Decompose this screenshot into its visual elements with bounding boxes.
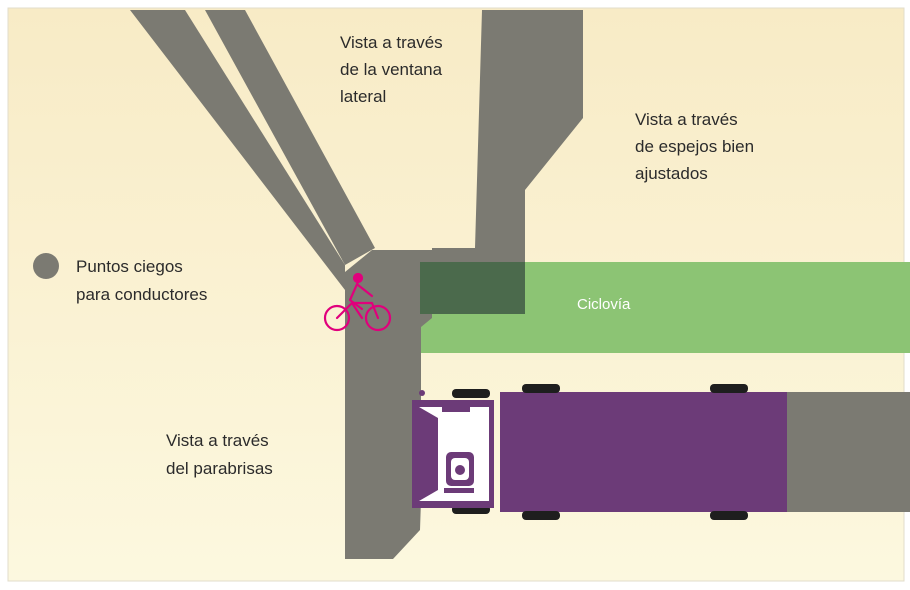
wheel-mid-bottom: [522, 511, 560, 520]
legend-line-1: Puntos ciegos: [76, 257, 183, 276]
blind-spot-mirror-zone: [432, 10, 583, 262]
wheel-rear-bottom: [710, 511, 748, 520]
blind-spot-side-window-right: [205, 10, 375, 265]
legend-line-2: para conductores: [76, 285, 207, 304]
blind-spot-side-window-left: [130, 10, 345, 290]
svg-text:Puntos ciegos para condu: Puntos ciegos para conductores: [76, 257, 207, 304]
blind-spot-windshield: [345, 250, 432, 559]
truck-cab: [412, 390, 494, 508]
blind-spot-rear: [785, 392, 910, 512]
blind-spot-areas: [130, 10, 910, 559]
truck-wheels: [452, 384, 748, 520]
bike-lane-blind-overlap: [420, 262, 525, 314]
wheel-mid-top: [522, 384, 560, 393]
cyclist-icon: [323, 272, 392, 332]
wheel-rear-top: [710, 384, 748, 393]
wheel-front-top: [452, 389, 490, 398]
legend-blind-spot-swatch: [33, 253, 59, 279]
windshield-label: Vista a través del parabrisas: [166, 431, 273, 478]
bike-lane-label: Ciclovía: [577, 296, 631, 313]
truck-trailer: [500, 392, 787, 512]
mirrors-label: Vista a través de espejos bien ajustados: [635, 110, 759, 183]
side-window-label: Vista a través de la ventana lateral: [340, 33, 447, 106]
legend: Puntos ciegos para conductores: [33, 253, 207, 304]
